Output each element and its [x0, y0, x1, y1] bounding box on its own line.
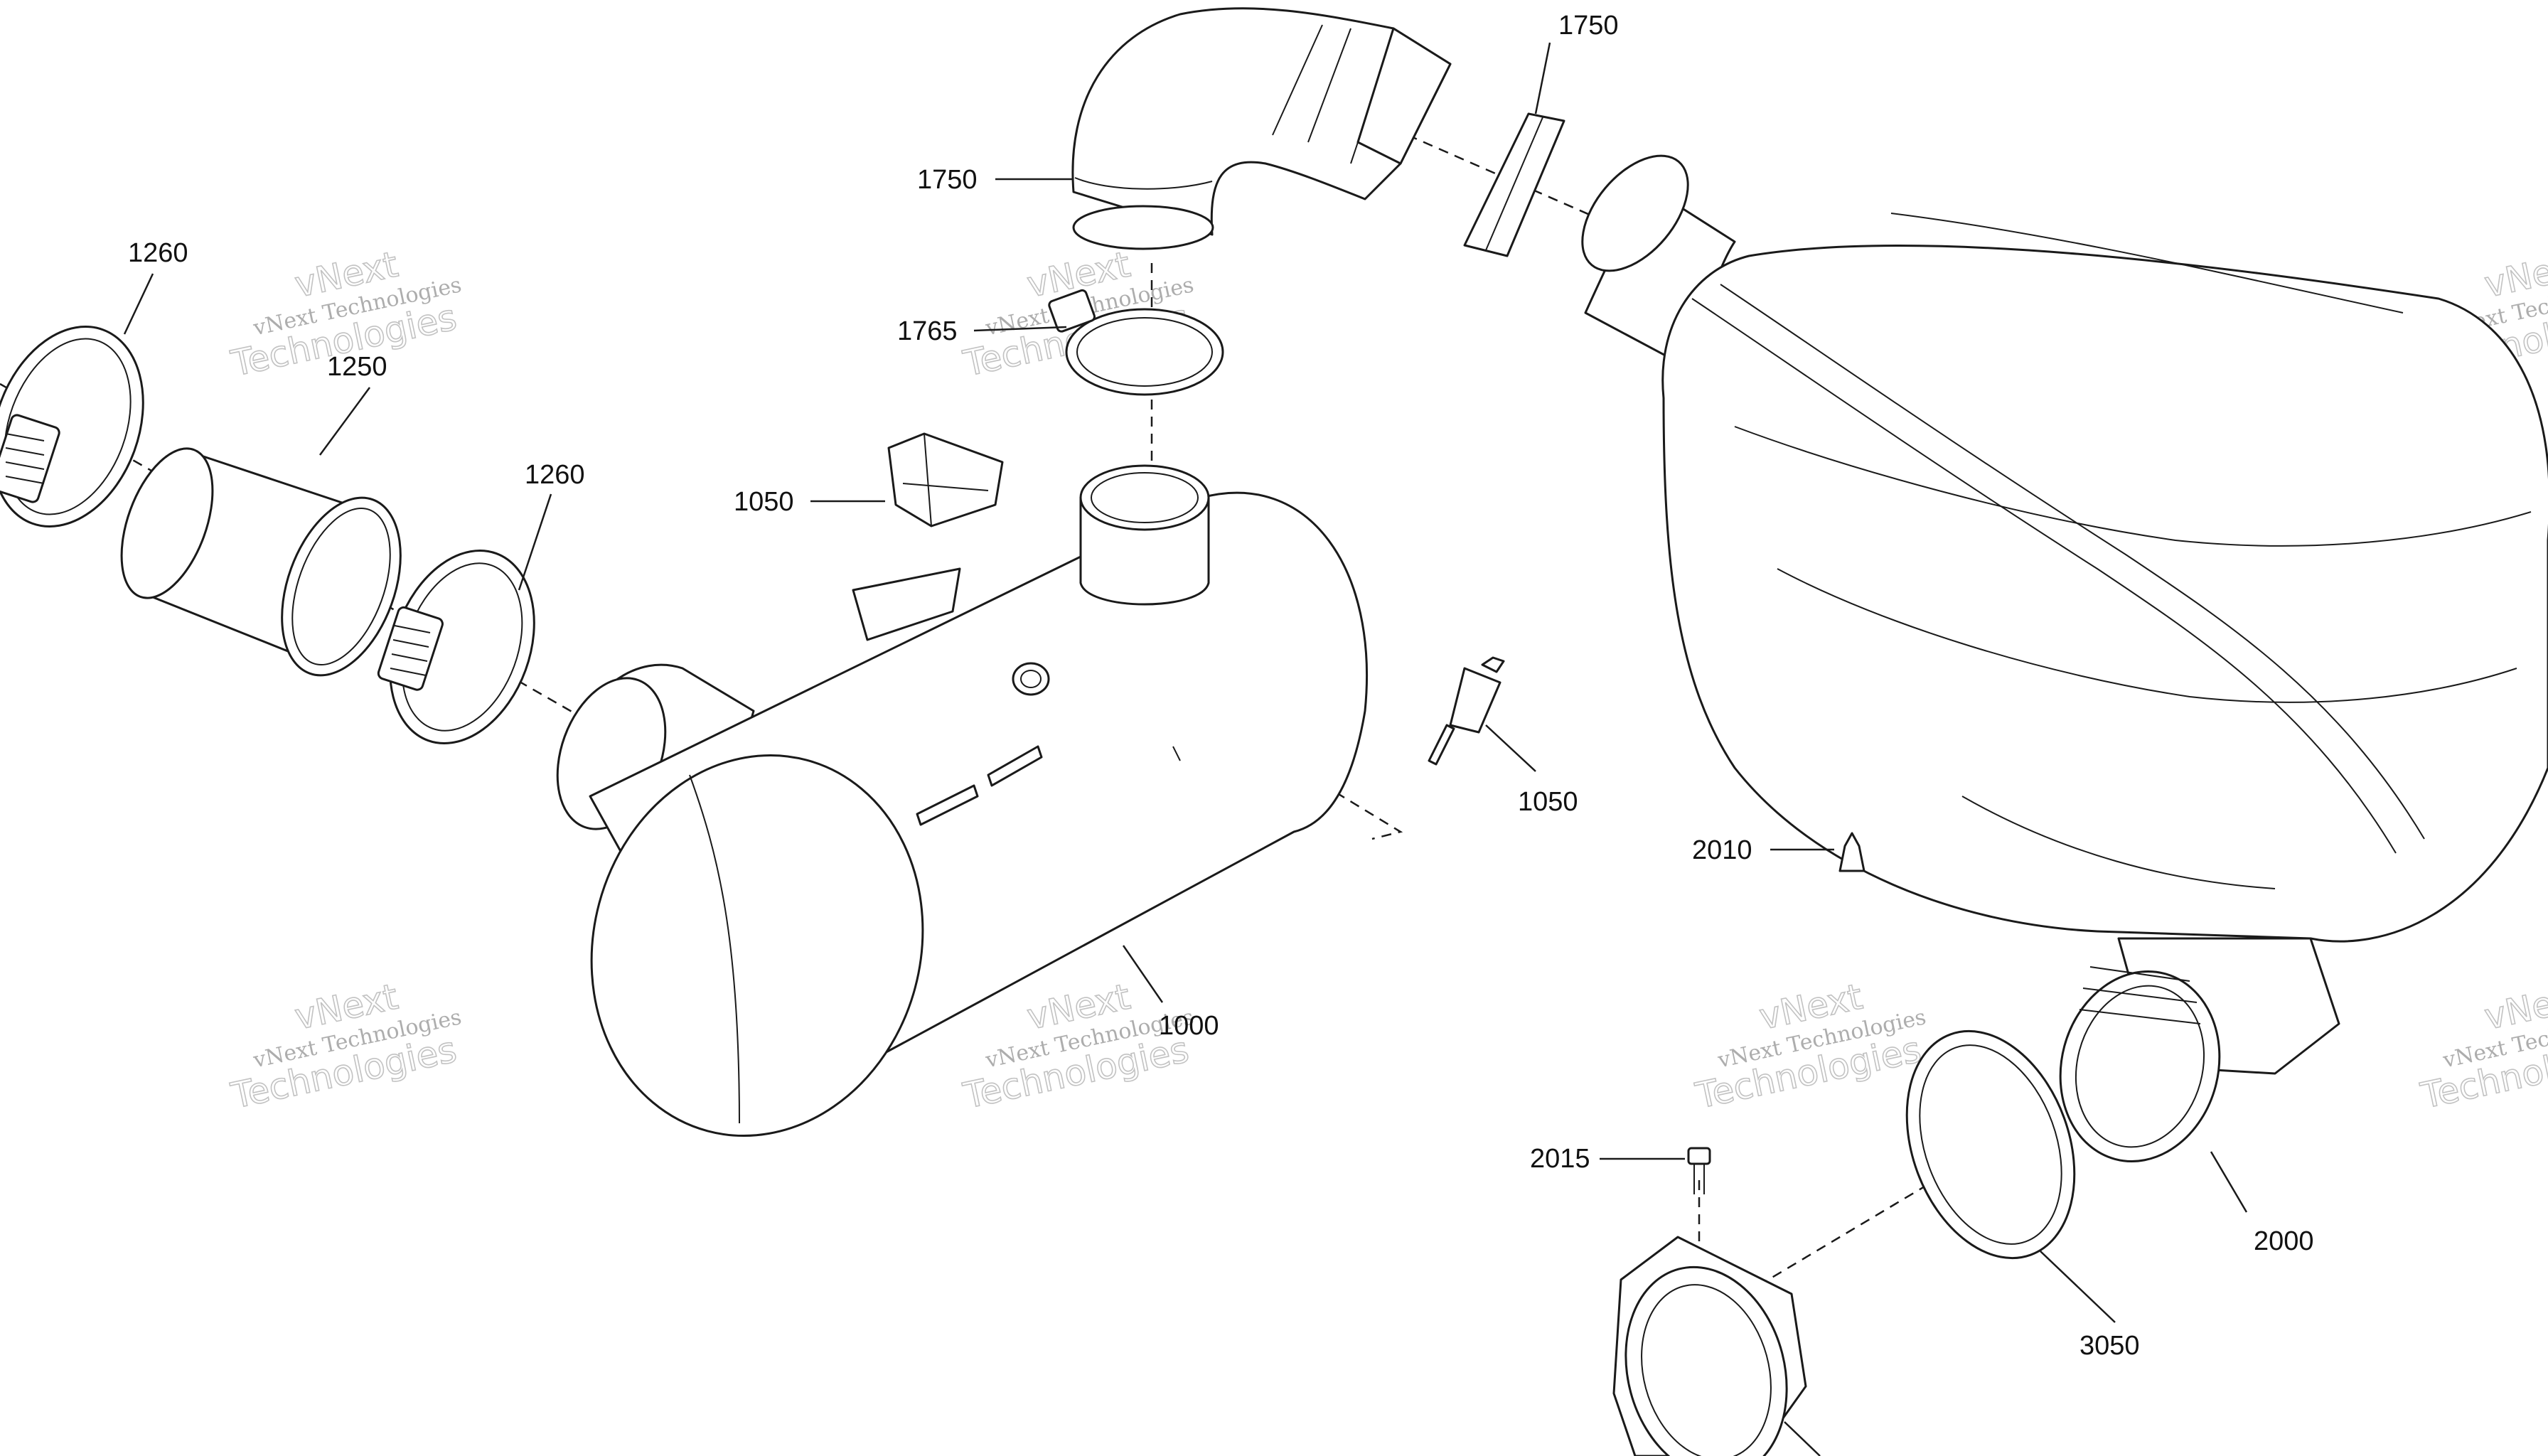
- muffler: [556, 464, 1369, 1138]
- rubber-bumper: [1838, 832, 1866, 872]
- band-clamp: [1048, 289, 1224, 396]
- callout-1260-left: 1260: [128, 238, 188, 268]
- callout-labels: 1260 1250 1260 1750 1750 1765 1050 1050 …: [128, 11, 2314, 1361]
- callout-3050: 3050: [2079, 1331, 2140, 1361]
- watermark-tile: vNext vNext Technologies Technologies: [1691, 975, 1928, 1118]
- retaining-nut: [1612, 1236, 1807, 1456]
- callout-1750-elbow: 1750: [917, 165, 978, 195]
- callout-1750-gasket: 1750: [1558, 11, 1619, 41]
- callout-1050-connector: 1050: [734, 487, 794, 517]
- callout-1250: 1250: [327, 352, 387, 382]
- screw: [1687, 1147, 1711, 1194]
- rubber-sleeve: [120, 447, 402, 677]
- duct-gasket: [1463, 112, 1565, 257]
- watermark-tile: vNext vNext Technologies Technologies: [2416, 975, 2548, 1118]
- watermark-tile: vNext vNext Technologies Technologies: [227, 975, 464, 1118]
- callout-2015: 2015: [1530, 1144, 1590, 1174]
- leader-lines: [123, 42, 2248, 1456]
- hose-clamp-left: [0, 326, 144, 528]
- sensor-connector: [887, 432, 1004, 528]
- air-box: [1581, 154, 2548, 1162]
- callout-2010: 2010: [1692, 835, 1752, 865]
- hose-clamp-right: [377, 549, 535, 745]
- temperature-sensor: [1428, 656, 1505, 766]
- callout-1765: 1765: [897, 316, 958, 346]
- callout-1260-right: 1260: [525, 460, 585, 490]
- elbow-duct: [1071, 7, 1452, 250]
- callout-1000: 1000: [1159, 1011, 1219, 1041]
- callout-1050-sensor: 1050: [1518, 787, 1578, 817]
- outlet-gasket: [1905, 1029, 2076, 1260]
- callout-2000: 2000: [2254, 1226, 2314, 1256]
